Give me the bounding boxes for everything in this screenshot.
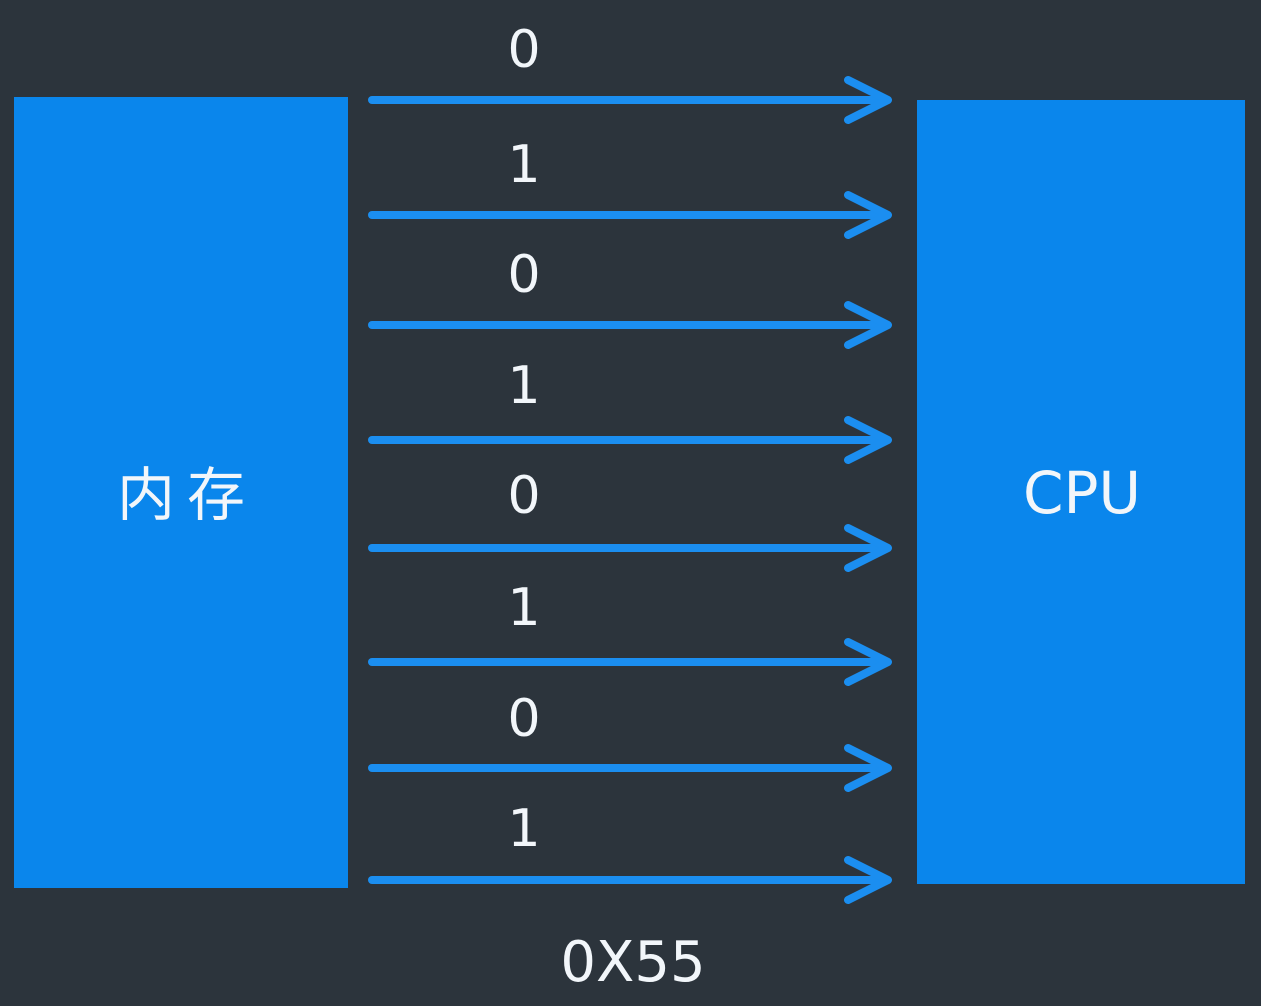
bit-label: 0 bbox=[507, 20, 540, 80]
bus-value-label: 0X55 bbox=[560, 930, 706, 995]
bit-label: 1 bbox=[507, 356, 540, 416]
bus-line-0: 0 bbox=[368, 20, 892, 124]
arrow-head-icon bbox=[844, 416, 892, 464]
arrow-head-icon bbox=[844, 76, 892, 124]
memory-label: 内存 bbox=[116, 461, 258, 529]
bus-line-5: 1 bbox=[368, 578, 892, 686]
arrow-head-icon bbox=[844, 638, 892, 686]
cpu-label: CPU bbox=[1023, 459, 1141, 527]
bit-label: 1 bbox=[507, 578, 540, 638]
bit-label: 1 bbox=[507, 135, 540, 195]
cpu-block bbox=[917, 100, 1245, 884]
bus-line-4: 0 bbox=[368, 466, 892, 572]
bus-line-3: 1 bbox=[368, 356, 892, 464]
arrow-head-icon bbox=[844, 524, 892, 572]
bit-label: 0 bbox=[507, 466, 540, 526]
bus-line-1: 1 bbox=[368, 135, 892, 239]
bus-line-6: 0 bbox=[368, 689, 892, 792]
arrow-head-icon bbox=[844, 856, 892, 904]
bit-label: 0 bbox=[507, 689, 540, 749]
arrow-head-icon bbox=[844, 744, 892, 792]
bus-line-2: 0 bbox=[368, 245, 892, 349]
arrow-head-icon bbox=[844, 301, 892, 349]
bit-label: 1 bbox=[507, 799, 540, 859]
arrow-head-icon bbox=[844, 191, 892, 239]
memory-block bbox=[14, 97, 348, 888]
bus-line-7: 1 bbox=[368, 799, 892, 904]
bit-label: 0 bbox=[507, 245, 540, 305]
